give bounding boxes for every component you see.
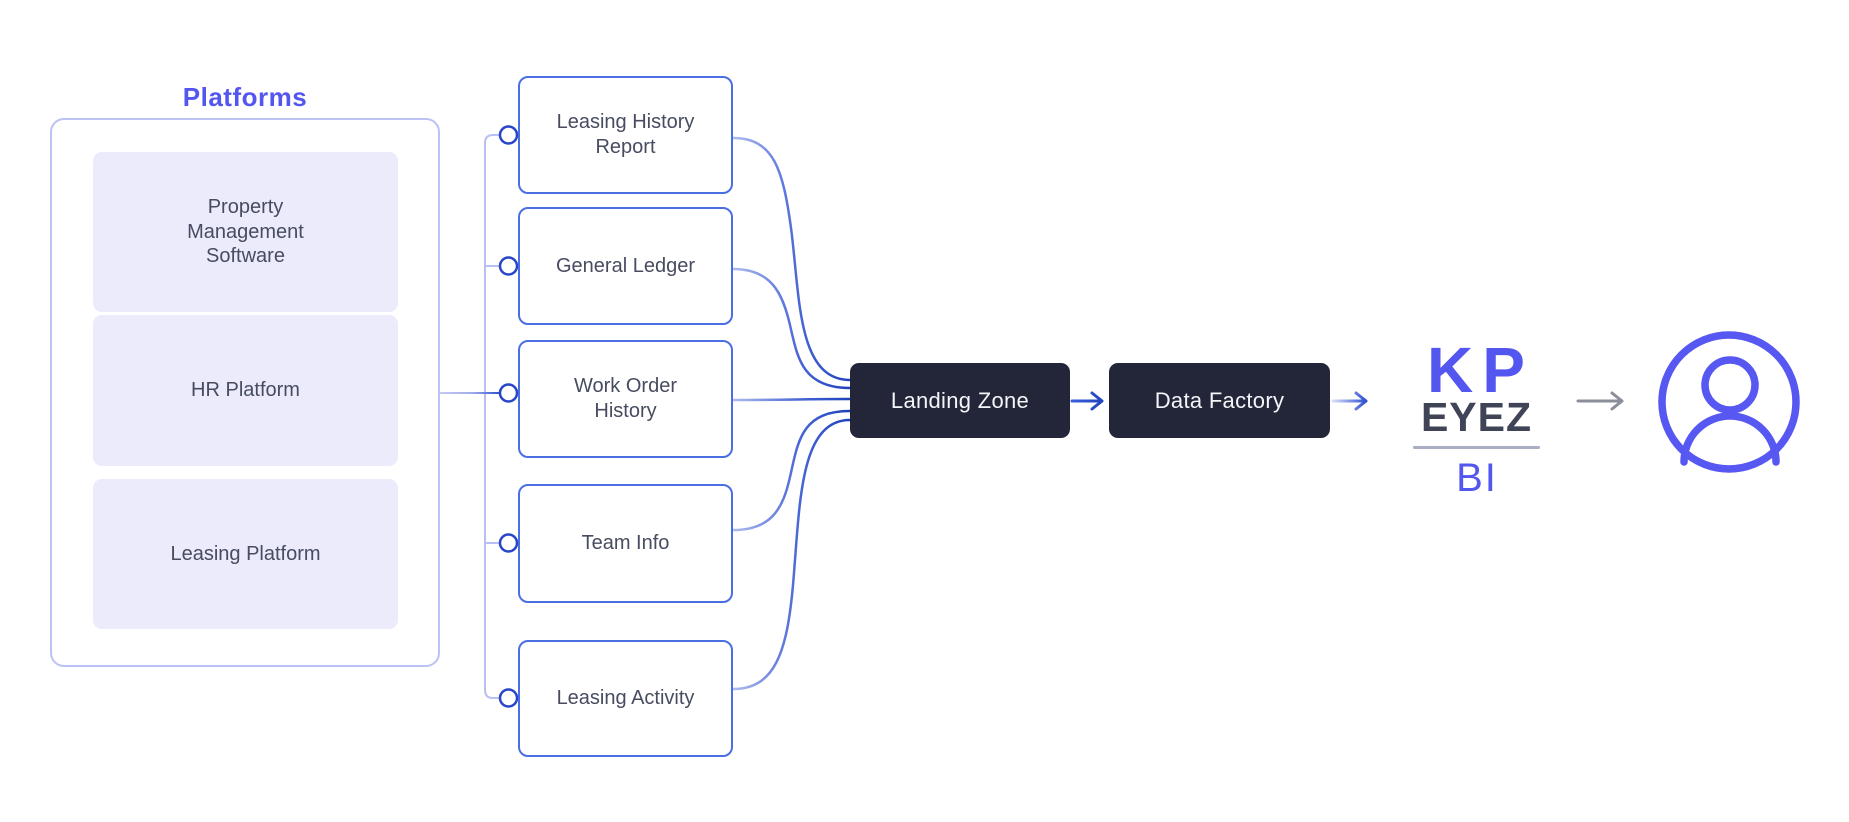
platform-box-hr-platform: HR Platform: [93, 315, 398, 466]
logo-text-eyez: EYEZ: [1420, 394, 1533, 441]
source-box-leasing-history-report: Leasing History Report: [518, 76, 733, 194]
platform-box-label: HR Platform: [191, 379, 300, 402]
source-box-leasing-activity: Leasing Activity: [518, 640, 733, 757]
port-general-ledger: [498, 256, 519, 276]
curve-leasing-activity-to-landing: [732, 418, 851, 691]
logo-divider-rule: [1412, 446, 1540, 450]
data-factory-node: Data Factory: [1109, 363, 1330, 438]
source-box-label: Leasing Activity: [556, 687, 695, 709]
source-spine-line: [484, 134, 499, 699]
curve-team-info-to-landing: [732, 409, 851, 532]
curve-leasing-history-to-landing: [732, 136, 851, 382]
source-box-general-ledger: General Ledger: [518, 207, 733, 325]
kpeyez-bi-logo: KP EYEZ BI: [1409, 334, 1543, 501]
source-box-label: Team Info: [581, 532, 670, 554]
logo-text-bi: BI: [1456, 456, 1498, 501]
platform-box-leasing-platform: Leasing Platform: [93, 479, 398, 629]
arrow-factory-to-kpeyez-icon: [1331, 391, 1368, 411]
source-box-label: Leasing History Report: [556, 111, 695, 158]
port-team-info: [498, 533, 519, 553]
platform-box-label: Property Management Software: [187, 196, 304, 268]
curve-general-ledger-to-landing: [732, 267, 851, 390]
port-leasing-history: [498, 125, 519, 145]
platform-box-property-management: Property Management Software: [93, 152, 398, 312]
logo-text-kp: KP: [1427, 334, 1534, 406]
source-box-label: Work Order History: [574, 375, 677, 422]
curve-work-order-to-landing: [732, 397, 851, 402]
platforms-group-title: Platforms: [182, 82, 308, 112]
port-leasing-activity: [498, 688, 519, 708]
data-factory-label: Data Factory: [1154, 387, 1285, 413]
platform-box-label: Leasing Platform: [170, 542, 321, 565]
port-work-order: [498, 383, 519, 403]
source-box-team-info: Team Info: [518, 484, 733, 603]
source-box-label: General Ledger: [556, 254, 695, 277]
arrow-landing-to-factory-icon: [1070, 391, 1104, 411]
source-box-work-order-history: Work Order History: [518, 340, 733, 458]
arrow-kpeyez-to-user-icon: [1576, 391, 1624, 411]
landing-zone-node: Landing Zone: [850, 363, 1070, 438]
user-avatar-icon: [1658, 331, 1800, 473]
landing-zone-label: Landing Zone: [890, 387, 1030, 413]
